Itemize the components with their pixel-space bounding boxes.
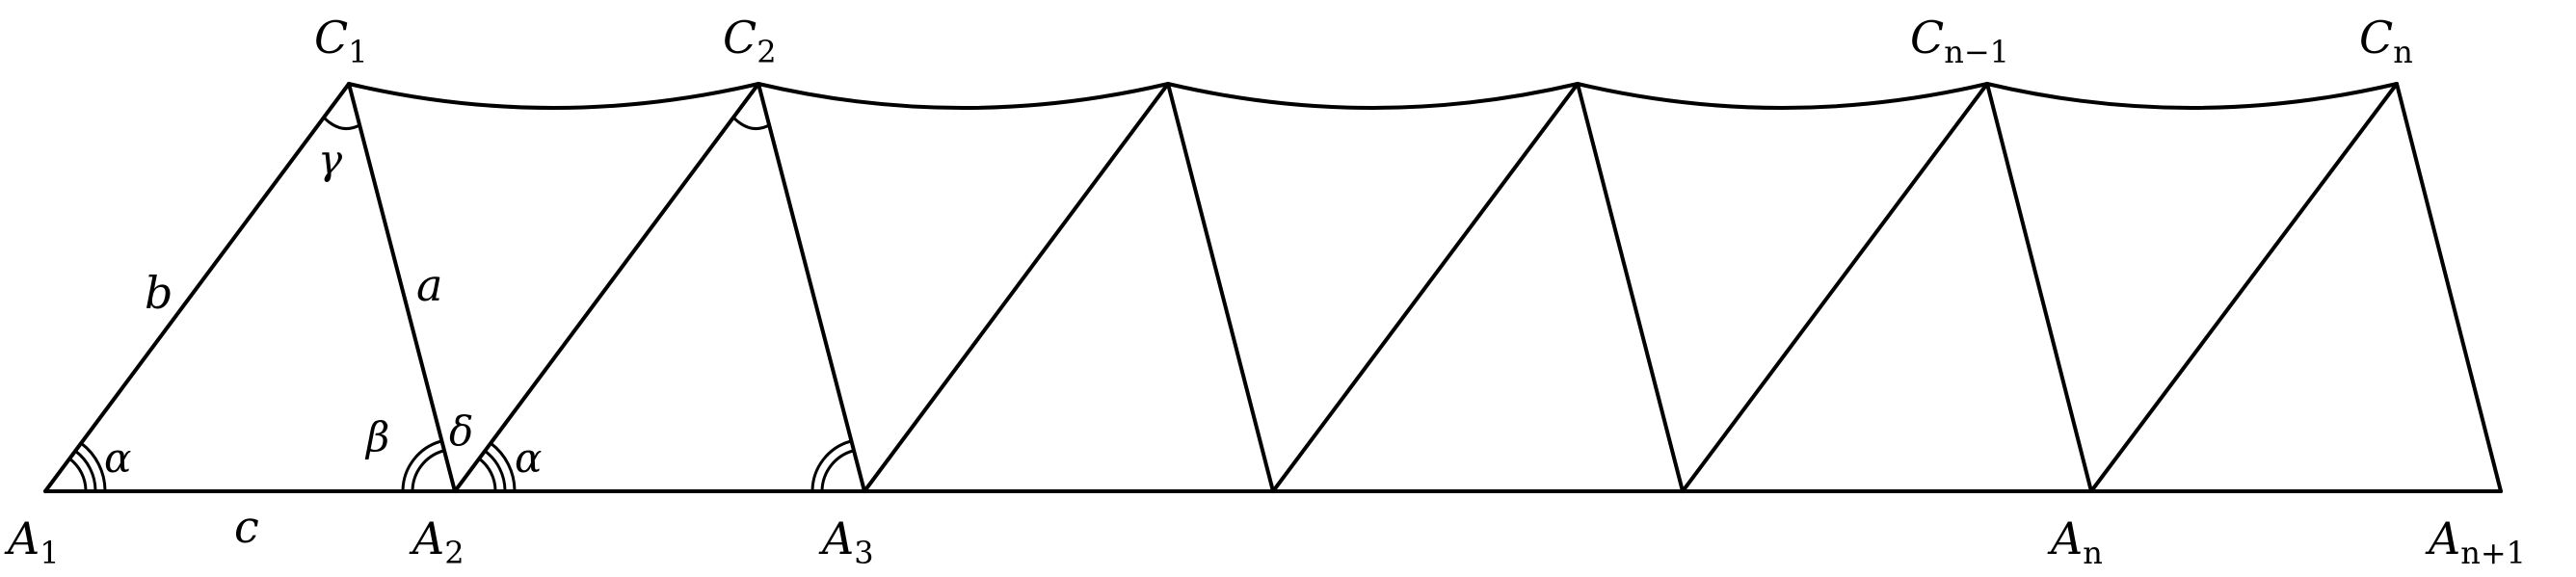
top-arc-4 — [1576, 82, 1989, 110]
angle-alpha-arc-a2-third — [478, 457, 497, 492]
angle-alpha-arc-a1-third — [68, 457, 88, 492]
top-arc-1 — [347, 82, 760, 110]
label-side-a: a — [416, 259, 442, 311]
side-left-2 — [453, 82, 760, 493]
angle-beta-arc-outer — [401, 439, 442, 492]
side-right-3 — [1166, 82, 1275, 493]
label-cn-minus-1: Cn−1 — [1910, 12, 2009, 70]
label-gamma: γ — [318, 136, 343, 183]
angle-alpha-arc-a2-outer — [490, 441, 517, 492]
top-arc-2 — [757, 82, 1170, 110]
side-right-2 — [757, 82, 866, 493]
top-arc-3 — [1166, 82, 1580, 110]
angle-a3-arc-inner — [820, 449, 854, 492]
angle-gamma-arc — [322, 116, 360, 131]
label-delta: δ — [449, 407, 473, 455]
label-an: An — [2047, 512, 2103, 571]
label-side-b: b — [145, 267, 173, 319]
side-right-4 — [1576, 82, 1685, 493]
side-right-6 — [2395, 82, 2503, 493]
label-an-plus-1: An+1 — [2425, 512, 2526, 571]
side-left-4 — [1271, 82, 1580, 493]
label-c2: C2 — [723, 12, 777, 70]
label-side-c: c — [234, 501, 259, 553]
angle-alpha-arc-a1-outer — [80, 441, 107, 492]
label-alpha-a2: α — [515, 434, 542, 482]
side-left-6 — [2089, 82, 2399, 493]
label-a3: A3 — [818, 512, 874, 571]
label-c1: C1 — [314, 12, 368, 70]
side-left-5 — [1681, 82, 1989, 493]
angle-c2-arc — [731, 116, 770, 131]
top-arc-5 — [1985, 82, 2399, 110]
side-a-1 — [347, 82, 457, 493]
label-beta: β — [364, 413, 389, 460]
label-a2: A2 — [409, 512, 465, 571]
side-b-1 — [43, 82, 351, 493]
label-alpha-a1: α — [104, 434, 131, 482]
label-cn: Cn — [2359, 12, 2413, 70]
angle-beta-arc-inner — [411, 449, 444, 492]
side-right-5 — [1985, 82, 2093, 493]
angle-alpha-arc-a1-inner — [74, 449, 97, 492]
label-a1: A1 — [4, 512, 60, 571]
angle-alpha-arc-a2-inner — [484, 449, 507, 492]
angle-a3-arc-outer — [810, 439, 852, 492]
side-left-3 — [863, 82, 1170, 493]
